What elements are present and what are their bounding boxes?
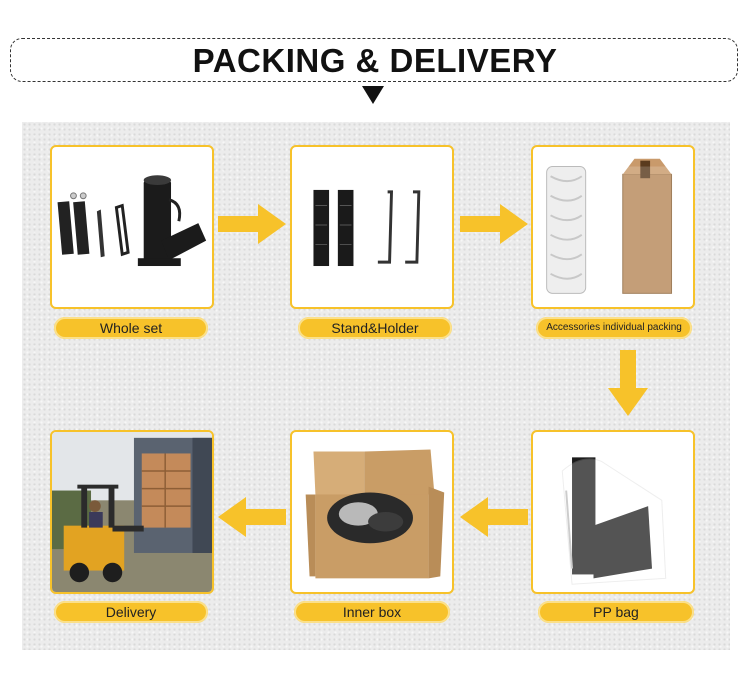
arrow-right-icon	[460, 204, 528, 244]
step-label-inner-box: Inner box	[294, 601, 450, 623]
step-label-pp-bag: PP bag	[538, 601, 694, 623]
delivery-photo	[50, 430, 214, 594]
step-label-accessories: Accessories individual packing	[536, 317, 692, 339]
pp-bag-photo	[531, 430, 695, 594]
arrow-left-icon	[218, 497, 286, 537]
arrow-right-icon	[218, 204, 286, 244]
stand-holder-photo	[290, 145, 454, 309]
page-title: PACKING & DELIVERY	[192, 42, 558, 79]
accessories-packing-photo	[531, 145, 695, 309]
step-label-stand-holder: Stand&Holder	[298, 317, 452, 339]
arrow-down-icon	[608, 350, 648, 416]
pointer-down-icon	[362, 86, 384, 104]
title-box	[10, 38, 738, 82]
arrow-left-icon	[460, 497, 528, 537]
step-label-delivery: Delivery	[54, 601, 208, 623]
whole-set-photo	[50, 145, 214, 309]
inner-box-photo	[290, 430, 454, 594]
step-label-whole-set: Whole set	[54, 317, 208, 339]
